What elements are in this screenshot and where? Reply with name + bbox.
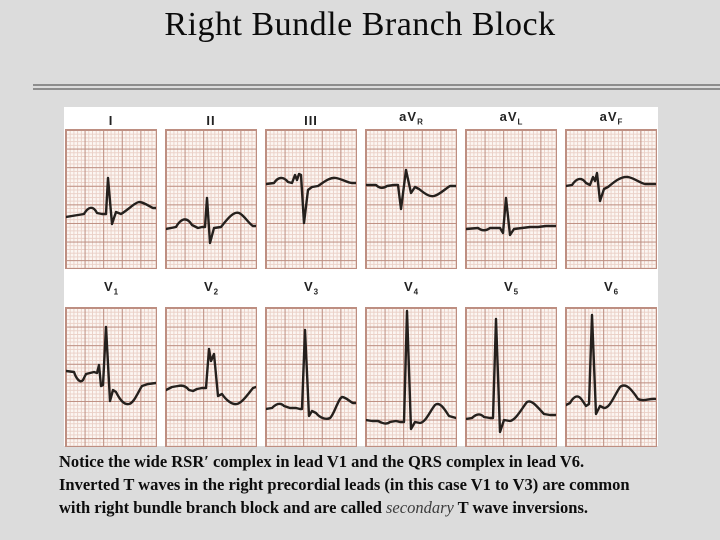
ecg-strip-III — [265, 129, 357, 269]
ecg-trace-V1 — [66, 325, 156, 406]
ecg-strip-V2 — [165, 307, 257, 447]
ecg-trace-path-aVR — [366, 168, 456, 211]
lead-label-aVF: aVF — [599, 109, 623, 127]
ecg-strip-aVF — [565, 129, 657, 269]
lead-label-II: II — [206, 113, 216, 128]
lead-label-V5: V5 — [503, 278, 519, 297]
ecg-trace-I — [66, 176, 156, 226]
caption: Notice the wide RSR′ complex in lead V1 … — [59, 450, 684, 519]
ecg-trace-path-V2 — [166, 347, 256, 406]
ecg-strip-I — [65, 129, 157, 269]
ecg-trace-path-aVF — [566, 171, 656, 203]
lead-label-V1: V1 — [103, 278, 119, 297]
ecg-strip-V4 — [365, 307, 457, 447]
ecg-strip-aVR — [365, 129, 457, 269]
lead-strip-row-1 — [64, 129, 658, 269]
ecg-strip-II — [165, 129, 257, 269]
caption-line-1: Notice the wide RSR′ complex in lead V1 … — [59, 452, 585, 471]
ecg-trace-V6 — [566, 313, 656, 416]
ecg-trace-aVL — [466, 196, 556, 237]
ecg-trace-path-V1 — [66, 325, 156, 406]
ecg-trace-path-I — [66, 176, 156, 226]
ecg-trace-aVR — [366, 168, 456, 211]
ecg-strip-V6 — [565, 307, 657, 447]
ecg-trace-path-V4 — [366, 309, 456, 431]
title-divider — [33, 84, 720, 90]
slide-title: Right Bundle Branch Block — [164, 6, 556, 43]
lead-label-V6: V6 — [603, 278, 619, 297]
lead-label-V3: V3 — [303, 278, 319, 297]
lead-label-V4: V4 — [403, 278, 419, 297]
ecg-strip-V1 — [65, 307, 157, 447]
ecg-trace-path-V5 — [466, 317, 556, 434]
lead-label-row-2: V1 V2 V3 V4 V5 V6 — [64, 268, 658, 308]
ecg-strip-V5 — [465, 307, 557, 447]
caption-line-2: Inverted T waves in the right precordial… — [59, 475, 630, 494]
ecg-trace-II — [166, 196, 256, 245]
caption-line-3: with right bundle branch block and are c… — [59, 496, 684, 519]
ecg-trace-path-aVL — [466, 196, 556, 237]
caption-line-3-post: T wave inversions. — [453, 498, 588, 517]
lead-label-III: III — [304, 113, 318, 128]
lead-label-aVL: aVL — [499, 109, 523, 127]
ecg-trace-path-V3 — [266, 328, 356, 420]
ecg-trace-path-V6 — [566, 313, 656, 416]
lead-label-V2: V2 — [203, 278, 219, 297]
lead-label-aVR: aVR — [399, 109, 423, 127]
ecg-trace-V2 — [166, 347, 256, 406]
ecg-trace-path-III — [266, 172, 356, 225]
lead-label-I: I — [108, 113, 114, 128]
ecg-trace-V4 — [366, 309, 456, 431]
ecg-strip-V3 — [265, 307, 357, 447]
lead-strip-row-2 — [64, 307, 658, 447]
caption-line-3-pre: with right bundle branch block and are c… — [59, 498, 386, 517]
ecg-trace-III — [266, 172, 356, 225]
ecg-trace-V3 — [266, 328, 356, 420]
ecg-strip-aVL — [465, 129, 557, 269]
ecg-trace-V5 — [466, 317, 556, 434]
ecg-trace-path-II — [166, 196, 256, 245]
caption-line-3-italic: secondary — [386, 498, 454, 517]
ecg-trace-aVF — [566, 171, 656, 203]
